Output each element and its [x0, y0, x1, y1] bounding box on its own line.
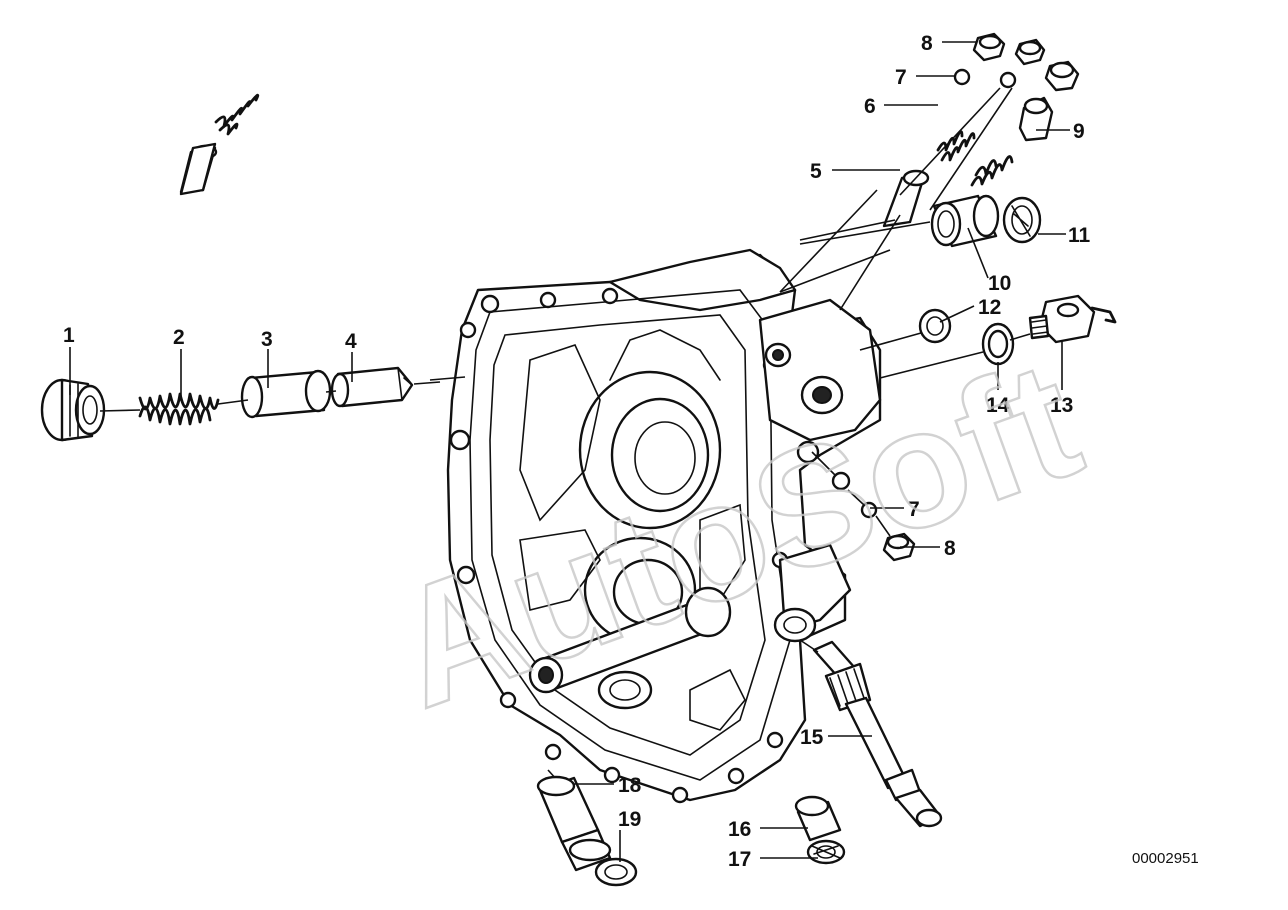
callout-19: 19: [618, 808, 641, 831]
callout-labels: 1 2 3 4 5 6 7 8 9 10 11 12 13 14 15 7 8 …: [63, 32, 1091, 871]
callout-9: 9: [1073, 120, 1085, 143]
callout-15: 15: [800, 726, 824, 749]
callout-7-lower: 7: [908, 498, 920, 521]
sealing-ring-part-11: [1002, 196, 1042, 244]
drive-shaft-part-15: [812, 640, 943, 828]
leader-lines: [69, 41, 1070, 862]
callout-1: 1: [63, 324, 75, 347]
sealing-ring-part-19: [594, 857, 638, 887]
axis-line-right: [779, 221, 1031, 379]
callout-18: 18: [618, 774, 642, 797]
cap-loose: [882, 532, 916, 562]
spring-third-stack: [970, 155, 1014, 187]
valve-piston-part-9: [1018, 96, 1054, 142]
callout-16: 16: [728, 818, 751, 841]
callout-7-top: 7: [895, 66, 907, 89]
callout-14: 14: [986, 394, 1010, 417]
reference-number: 00002951: [1132, 850, 1199, 867]
axis-line-left: [99, 376, 466, 412]
axis-line-shaft: [799, 639, 819, 653]
spring-part-6: [214, 93, 260, 136]
callout-4: 4: [345, 330, 357, 353]
axis-line-top: [779, 87, 1013, 311]
bushing-part-18: [536, 769, 612, 872]
callout-17: 17: [728, 848, 751, 871]
axis-line-balls: [811, 451, 891, 537]
callout-12: 12: [978, 296, 1001, 319]
bushing-part-10: [930, 194, 1000, 248]
callout-13: 13: [1050, 394, 1073, 417]
callout-5: 5: [810, 160, 822, 183]
callout-11: 11: [1068, 224, 1091, 247]
sealing-ring-part-17: [806, 839, 846, 865]
check-ball-part-7: [953, 68, 1017, 89]
callout-8-top: 8: [921, 32, 933, 55]
switch-part-13: [1028, 294, 1117, 344]
callout-3: 3: [261, 328, 273, 351]
sleeve-part-5-upper: [179, 142, 217, 196]
sleeve-part-3: [240, 369, 332, 419]
valve-sleeve-middle: [882, 169, 930, 228]
compression-spring-part-2: [138, 392, 220, 426]
callout-2: 2: [173, 326, 185, 349]
callout-10: 10: [988, 272, 1011, 295]
transmission-housing: [446, 248, 882, 804]
plug-screw-part-1: [40, 378, 106, 442]
piston-part-4: [330, 366, 414, 408]
callout-8-lower: 8: [944, 537, 956, 560]
plug-part-12: [918, 308, 952, 344]
cap-part-8: [972, 32, 1080, 92]
bushing-part-16: [794, 795, 842, 842]
callout-6: 6: [864, 95, 876, 118]
check-ball-loose: [831, 471, 878, 519]
